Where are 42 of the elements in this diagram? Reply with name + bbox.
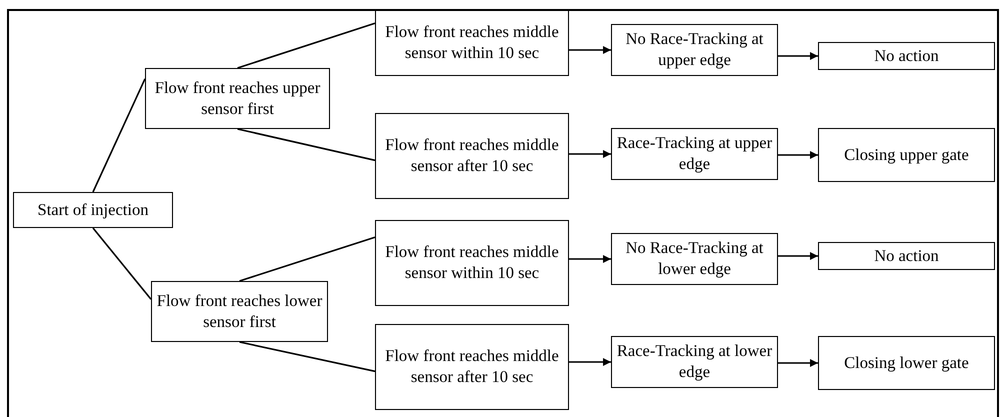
box-label: Closing upper gate [844,144,969,166]
process-box [13,192,173,228]
box-label: Flow front reaches middle sensor after 10 sec [384,135,560,177]
process-box [151,281,328,342]
process-box [375,220,569,306]
arrow [778,52,818,60]
box-label: Flow front reaches lower sensor first [156,290,323,332]
box-label: Flow front reaches middle sensor within 10 sec [384,242,560,284]
box-label: Race-Tracking at upper edge [616,133,773,175]
box-label: Closing lower gate [844,352,969,374]
connector-line [92,228,152,300]
arrow [569,358,611,366]
connector-line [237,22,376,69]
box-label: No Race-Tracking at upper edge [624,29,764,71]
process-box [375,10,569,76]
box-label: Flow front reaches middle sensor after 10 sec [384,346,560,388]
connector-line [237,128,376,162]
process-box [818,42,995,70]
arrow [569,150,611,158]
process-box [145,68,330,129]
box-label: No Race-Tracking at lower edge [624,238,764,280]
process-box [818,336,995,390]
process-box [818,242,995,270]
box-label: Start of injection [38,200,148,220]
process-box [611,24,778,76]
connector-line [239,236,376,282]
box-label: Race-Tracking at lower edge [616,341,773,383]
process-box [375,324,569,410]
process-box [375,113,569,199]
connector-line [239,341,376,372]
arrow [778,151,818,159]
arrow [569,255,611,263]
process-box [611,233,778,285]
box-label: No action [874,46,939,66]
box-label: Flow front reaches middle sensor within 10 sec [384,22,560,64]
arrow [778,359,818,367]
connector-line [92,78,146,192]
arrow [778,252,818,260]
process-box [818,128,995,182]
box-label: Flow front reaches upper sensor first [154,78,322,120]
box-label: No action [874,246,939,266]
arrow [569,46,611,54]
